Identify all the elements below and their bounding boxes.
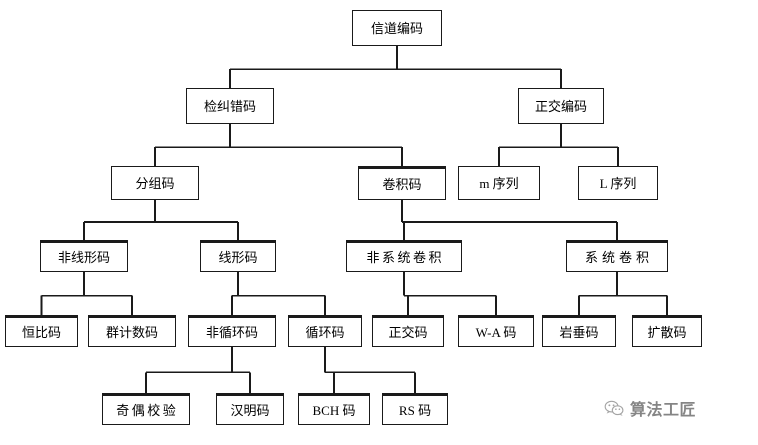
- node-bch[interactable]: BCH 码: [298, 393, 370, 425]
- node-label: 系统卷积: [584, 249, 653, 265]
- node-label: 正交编码: [534, 98, 587, 114]
- node-orthogonal[interactable]: 正交编码: [518, 88, 604, 124]
- node-groupcount[interactable]: 群计数码: [88, 315, 176, 347]
- node-errctrl[interactable]: 检纠错码: [186, 88, 274, 124]
- node-linear[interactable]: 线形码: [200, 240, 276, 272]
- wechat-logo-icon: [604, 400, 624, 416]
- node-sysconv[interactable]: 系统卷积: [566, 240, 668, 272]
- node-label: 分组码: [135, 175, 175, 191]
- node-label: 正交码: [388, 324, 428, 340]
- node-label: 信道编码: [370, 20, 423, 36]
- node-block[interactable]: 分组码: [111, 166, 199, 200]
- node-label: W-A 码: [475, 324, 517, 340]
- node-conv[interactable]: 卷积码: [358, 166, 446, 200]
- node-label: 检纠错码: [203, 98, 256, 114]
- node-label: 岩垂码: [559, 324, 599, 340]
- node-label: 循环码: [305, 324, 345, 340]
- watermark: 算法工匠: [604, 396, 696, 420]
- node-noncyclic[interactable]: 非循环码: [188, 315, 276, 347]
- node-rs[interactable]: RS 码: [382, 393, 448, 425]
- node-lseq[interactable]: L 序列: [578, 166, 658, 200]
- node-wacode[interactable]: W-A 码: [458, 315, 534, 347]
- node-constratio[interactable]: 恒比码: [5, 315, 78, 347]
- node-mseq[interactable]: m 序列: [458, 166, 540, 200]
- node-label: 扩散码: [647, 324, 687, 340]
- node-label: RS 码: [398, 402, 432, 418]
- node-label: 卷积码: [382, 176, 422, 192]
- node-spread[interactable]: 扩散码: [632, 315, 702, 347]
- node-label: 汉明码: [230, 402, 270, 418]
- node-cyclic[interactable]: 循环码: [288, 315, 362, 347]
- node-parity[interactable]: 奇偶校验: [102, 393, 190, 425]
- node-yanchui[interactable]: 岩垂码: [542, 315, 616, 347]
- node-label: m 序列: [479, 175, 519, 191]
- node-label: 非循环码: [205, 324, 258, 340]
- node-label: 奇偶校验: [116, 402, 179, 418]
- node-root[interactable]: 信道编码: [352, 10, 442, 46]
- node-nonlinear[interactable]: 非线形码: [40, 240, 128, 272]
- node-orthocode[interactable]: 正交码: [372, 315, 444, 347]
- node-label: BCH 码: [312, 402, 356, 418]
- node-label: 线形码: [218, 249, 258, 265]
- node-label: 群计数码: [105, 324, 158, 340]
- node-label: L 序列: [599, 175, 637, 191]
- node-nonsysconv[interactable]: 非系统卷积: [346, 240, 462, 272]
- watermark-text: 算法工匠: [630, 402, 697, 419]
- node-label: 非线形码: [57, 249, 110, 265]
- node-label: 非系统卷积: [366, 249, 444, 265]
- node-hamming[interactable]: 汉明码: [216, 393, 284, 425]
- node-label: 恒比码: [21, 324, 61, 340]
